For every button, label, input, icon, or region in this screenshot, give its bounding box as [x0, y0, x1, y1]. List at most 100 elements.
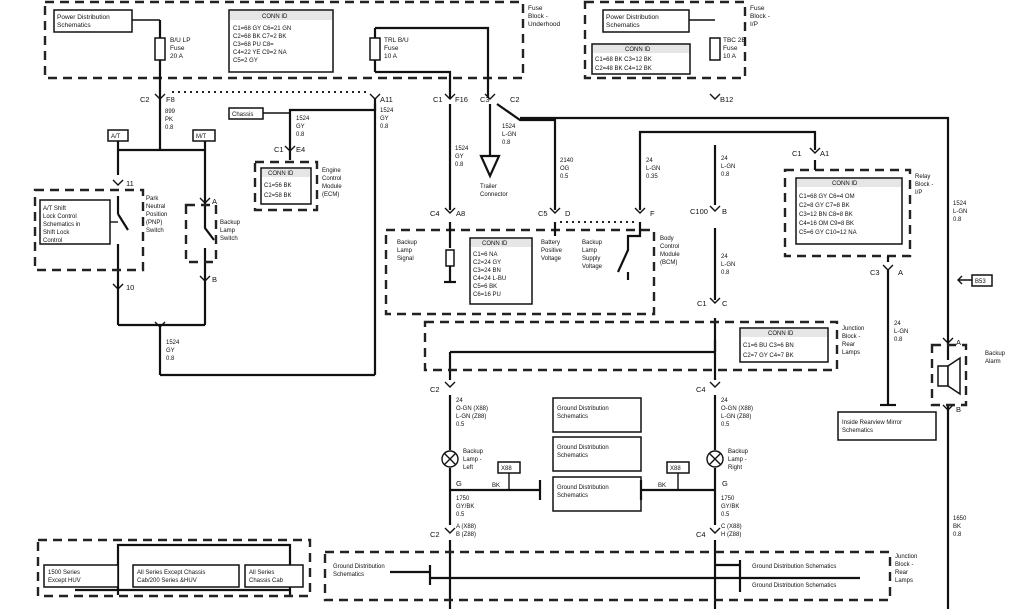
gd-label: Schematics — [557, 493, 588, 499]
bcm-conn-row: C5=6 BK — [473, 284, 497, 290]
ground-distribution-ref-2[interactable] — [552, 436, 642, 472]
pin-label: C1 — [433, 95, 443, 104]
wire-labels: 899 PK 0.8 1524 GY 0.8 1524 GY 0.8 1524 … — [165, 108, 967, 538]
series-chassis-cab-box[interactable] — [244, 564, 304, 588]
series-all-except-box[interactable] — [132, 564, 240, 588]
fuse-block-underhood-outline — [43, 0, 525, 80]
power-distribution-ref-1: Power Distribution — [57, 14, 110, 21]
backup-lamp-left-label: Backup — [463, 449, 484, 455]
pin-label: D — [565, 209, 571, 218]
underhood-conn-row: C3=68 PU C8= — [233, 42, 274, 48]
relay-label: I/P — [915, 190, 922, 196]
bcm-battery-positive: Positive — [541, 248, 563, 254]
junction-block-bottom-label: Lamps — [895, 578, 913, 584]
backup-lamp-right: Backup Lamp - Right X88 — [666, 449, 749, 490]
ecm-label-3: Module — [322, 184, 342, 190]
fuse-block-underhood-title-2: Block - — [528, 13, 548, 20]
wire-label: 0.5 — [560, 174, 569, 180]
ground-distribution-ref-3[interactable] — [552, 476, 642, 512]
pin-label: C2 — [140, 95, 150, 104]
wire-label: 24 — [456, 398, 463, 404]
fuse-block-ip-title-2: Block - — [750, 13, 770, 20]
backup-lamp-left: Backup Lamp - Left X88 — [441, 449, 521, 490]
pin-label: G — [722, 479, 728, 488]
bcm-label: Module — [660, 252, 680, 258]
backup-lamp-left-label: Left — [463, 465, 473, 471]
wire-label: L-GN — [646, 166, 660, 172]
mirror-label: Inside Rearview Mirror — [842, 420, 902, 426]
mt-tag-label: M/T — [196, 134, 207, 140]
pin-label: F — [650, 209, 655, 218]
wire-label: L-GN — [953, 209, 967, 215]
mt-tag[interactable] — [192, 129, 216, 142]
series-label: Chassis Cab — [249, 578, 284, 584]
series-label: Except HUV — [48, 578, 81, 584]
ecm-conn-id-title: CONN ID — [268, 171, 294, 177]
tbc-fuse-symbol — [709, 37, 721, 61]
pin-label: F16 — [455, 95, 468, 104]
wire-label: 0.8 — [165, 125, 174, 131]
wire-label: 1524 — [953, 201, 967, 207]
ground-distribution-refs: Ground Distribution Schematics Ground Di… — [538, 397, 643, 512]
wire-label: 0.8 — [380, 124, 389, 130]
pin-label: C3 — [480, 95, 490, 104]
bcm-battery-positive: Voltage — [541, 256, 562, 262]
gd-bottom-right-label: Ground Distribution Schematics — [752, 564, 836, 570]
wire-label: 0.8 — [502, 140, 511, 146]
ecm-outline — [253, 160, 319, 212]
ip-power-distribution-ref-box[interactable] — [602, 9, 690, 33]
mirror-label: Schematics — [842, 428, 873, 434]
fuse-block-ip-title-3: I/P — [750, 21, 758, 28]
at-tag[interactable] — [107, 129, 129, 142]
wire-label: 0.5 — [721, 422, 730, 428]
pin-label: C1 — [274, 145, 284, 154]
body-control-module: Body Control Module (BCM) Backup Lamp Si… — [384, 221, 680, 316]
junction-block-rear-lamps: Junction Block - Rear Lamps CONN ID C1=6… — [423, 320, 864, 372]
wire-label: 0.8 — [455, 162, 464, 168]
relay-label: Relay — [915, 174, 930, 180]
mirror-ref-box[interactable] — [837, 411, 937, 441]
pnp-label: Neutral — [146, 204, 165, 210]
bcm-conn-row: C1=6 NA — [473, 252, 498, 258]
wire-label: 24 — [721, 156, 728, 162]
junction-block-label: Block - — [842, 334, 860, 340]
bcm-backup-signal: Backup — [397, 240, 418, 246]
junction-block-bottom-label: Rear — [895, 570, 908, 576]
gd-label: Schematics — [557, 414, 588, 420]
wire-label: 1750 — [721, 496, 735, 502]
bcm-backup-supply: Supply — [582, 256, 600, 262]
junction-block-label: Junction — [842, 326, 864, 332]
wire-label: 0.8 — [166, 356, 175, 362]
bcm-backup-supply: Voltage — [582, 264, 603, 270]
at-shift-label: Control — [43, 238, 62, 244]
pin-label: C4 — [696, 530, 706, 539]
series-label: 1500 Series — [48, 570, 80, 576]
backup-alarm-outline — [930, 343, 968, 407]
series-1500-box[interactable] — [43, 564, 119, 588]
at-shift-lock-ref-box[interactable] — [39, 199, 111, 245]
ground-distribution-ref-1[interactable] — [552, 397, 642, 433]
junction-conn-id-title: CONN ID — [768, 331, 794, 337]
relay-conn-row: C2=8 GY C7=8 BK — [799, 203, 850, 209]
pin-label: C1 — [792, 149, 802, 158]
bu-lp-fuse-symbol — [154, 37, 166, 61]
junction-block-outline — [423, 320, 839, 372]
bcm-conn-row: C2=24 GY — [473, 260, 501, 266]
wire-label: B (Z88) — [456, 532, 476, 538]
pin-label: C4 — [696, 385, 706, 394]
pin-label: C4 — [430, 209, 440, 218]
backup-lamp-right-label: Backup — [728, 449, 749, 455]
backup-lamp-right-label: Lamp - — [728, 457, 747, 463]
junction-block-label: Lamps — [842, 350, 860, 356]
relay-block-outline — [783, 168, 912, 258]
bcm-resistor — [445, 249, 455, 267]
junction-block-bottom-outline — [323, 550, 892, 602]
backup-lamp-switch-outline — [184, 203, 218, 264]
junction-block-bottom-label: Junction — [895, 554, 917, 560]
b53-tag-label: B53 — [975, 279, 986, 285]
power-distribution-ref-box[interactable] — [53, 9, 133, 33]
ip-power-distribution-ref-2: Schematics — [606, 22, 640, 29]
bcm-battery-positive: Battery — [541, 240, 560, 246]
series-label: All Series — [249, 570, 274, 576]
fuse-block-ip-outline — [583, 0, 747, 80]
